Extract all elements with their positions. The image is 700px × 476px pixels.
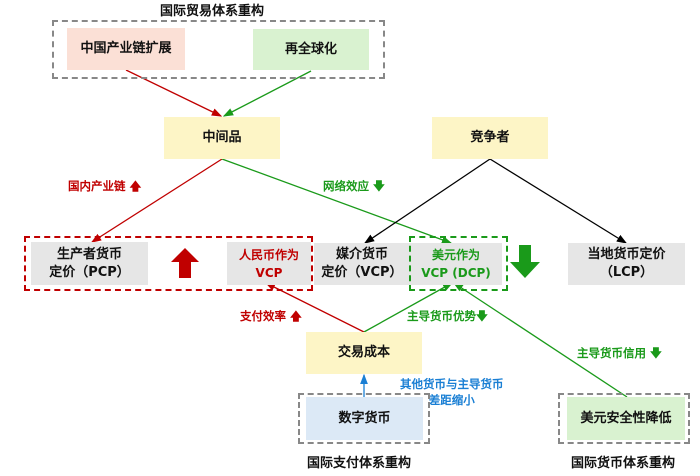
node-digital-currency: 数字货币 bbox=[306, 397, 423, 440]
usd-line2: VCP (DCP) bbox=[421, 266, 491, 280]
gap-line1: 其他货币与主导货币 bbox=[400, 377, 504, 391]
label-payment-efficiency: 支付效率 🡅 bbox=[240, 308, 302, 328]
arrow-cost-to-rmb bbox=[264, 282, 365, 333]
arrow-intermediate-to-pcp bbox=[90, 158, 223, 243]
node-vcp-text: 媒介货币定价（VCP） bbox=[314, 243, 410, 285]
lcp-line1: 当地货币定价 bbox=[587, 247, 666, 262]
group-title-trade: 国际贸易体系重构 bbox=[160, 4, 265, 19]
arrow-up-icon: 🡅 bbox=[290, 309, 302, 323]
label-text: 支付效率 bbox=[240, 309, 286, 323]
group-payment-frame bbox=[298, 393, 430, 444]
group-trade-frame bbox=[52, 20, 385, 79]
rmb-line2: VCP bbox=[255, 265, 283, 280]
arrow-competitor-to-lcp bbox=[489, 158, 628, 244]
group-title-monetary: 国际货币体系重构 bbox=[571, 456, 676, 471]
label-text: 网络效应 bbox=[323, 179, 369, 193]
group-title-payment: 国际支付体系重构 bbox=[307, 456, 412, 471]
node-china-chain: 中国产业链扩展 bbox=[67, 28, 185, 70]
node-usd-vcp: 美元作为 VCP (DCP) bbox=[410, 243, 502, 285]
arrow-down-icon: 🡇 bbox=[476, 309, 488, 323]
rmb-group-frame bbox=[24, 236, 313, 291]
big-arrow-down-icon bbox=[510, 245, 540, 278]
node-competitor: 竞争者 bbox=[432, 117, 548, 159]
arrow-cost-to-usd bbox=[363, 282, 454, 333]
usd-group-frame bbox=[409, 236, 508, 291]
node-lcp: 当地货币定价 （LCP） bbox=[568, 243, 685, 285]
pcp-line1: 生产者货币 bbox=[56, 246, 122, 262]
node-reglobal: 再全球化 bbox=[253, 29, 369, 70]
label-domestic-chain: 国内产业链 🡅 bbox=[68, 178, 141, 198]
label-text: 国内产业链 bbox=[68, 179, 126, 193]
label-gap-narrowing: 其他货币与主导货币差距缩小 bbox=[400, 376, 504, 408]
arrow-intermediate-to-usd bbox=[221, 158, 453, 244]
pcp-line2: 定价（PCP） bbox=[49, 264, 130, 280]
node-intermediate: 中间品 bbox=[164, 117, 280, 159]
node-rmb-vcp: 人民币作为 VCP bbox=[227, 242, 311, 285]
node-transaction-cost: 交易成本 bbox=[306, 332, 422, 374]
label-text: 主导货币优势 bbox=[407, 309, 476, 323]
group-monetary-frame bbox=[558, 393, 690, 444]
vcp-line1: 媒介货币 bbox=[335, 247, 388, 262]
node-vcp bbox=[314, 243, 502, 285]
usd-line1: 美元作为 bbox=[431, 248, 480, 262]
arrow-down-icon: 🡇 bbox=[650, 346, 662, 360]
rmb-line1: 人民币作为 bbox=[238, 247, 299, 262]
label-dominant-advantage: 主导货币优势🡇 bbox=[407, 308, 488, 328]
node-pcp: 生产者货币定价（PCP） bbox=[31, 242, 148, 285]
big-arrow-up-icon bbox=[171, 248, 199, 278]
label-text: 主导货币信用 bbox=[577, 346, 646, 360]
arrow-safety-to-usd bbox=[452, 282, 628, 398]
label-network-effect: 网络效应 🡇 bbox=[323, 178, 385, 198]
node-usd-safety: 美元安全性降低 bbox=[567, 397, 685, 440]
arrow-competitor-to-vcp bbox=[363, 158, 491, 244]
arrow-up-icon: 🡅 bbox=[129, 179, 142, 193]
gap-line2: 差距缩小 bbox=[428, 393, 475, 407]
label-dominant-credit: 主导货币信用 🡇 bbox=[577, 345, 662, 365]
arrow-down-icon: 🡇 bbox=[373, 179, 385, 193]
vcp-line2: 定价（VCP） bbox=[321, 265, 403, 280]
lcp-line2: （LCP） bbox=[599, 265, 654, 280]
